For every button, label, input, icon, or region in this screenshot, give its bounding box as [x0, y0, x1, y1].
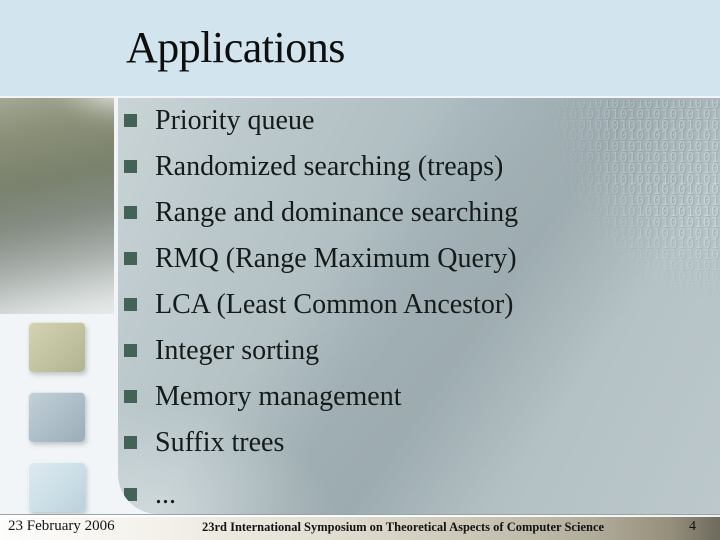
bullet-text: Suffix trees	[155, 427, 285, 458]
bullet-square-icon	[124, 389, 137, 403]
panel-shadow-overlay	[118, 98, 720, 514]
bullet-list: Priority queue Randomized searching (tre…	[124, 98, 518, 514]
content-panel: 0101010101010101010101010101101010101010…	[118, 98, 720, 514]
decor-photo-strip-blur	[0, 98, 114, 314]
bullet-text: RMQ (Range Maximum Query)	[155, 243, 517, 274]
bullet-square-icon	[124, 487, 137, 501]
bullet-square-icon	[124, 159, 137, 173]
bullet-item: Integer sorting	[124, 328, 518, 374]
bullet-text: Randomized searching (treaps)	[155, 151, 504, 182]
footer-page-number: 4	[689, 519, 696, 534]
bullet-item: Memory management	[124, 374, 518, 420]
bullet-square-icon	[124, 251, 137, 265]
slide-title: Applications	[126, 23, 345, 72]
decor-square-olive	[28, 322, 85, 372]
bullet-text: Memory management	[155, 381, 402, 412]
bullet-item: Priority queue	[124, 98, 518, 144]
footer-conference-title: 23rd International Symposium on Theoreti…	[201, 520, 605, 534]
binary-pattern-texture: 0101010101010101010101010101101010101010…	[528, 100, 720, 316]
decor-photo-strip	[0, 98, 114, 314]
bullet-item: Randomized searching (treaps)	[124, 144, 518, 190]
decor-square-paleblue	[28, 462, 85, 512]
title-band	[0, 0, 720, 96]
bullet-text: Range and dominance searching	[155, 197, 519, 228]
bullet-text: LCA (Least Common Ancestor)	[155, 289, 514, 320]
footer-date: 23 February 2006	[8, 518, 115, 534]
bullet-item: Range and dominance searching	[124, 190, 518, 236]
bullet-item: ...	[124, 472, 518, 514]
footer-band: 23 February 2006 23rd International Symp…	[0, 514, 720, 540]
bullet-item: LCA (Least Common Ancestor)	[124, 282, 518, 328]
bullet-item: Suffix trees	[124, 420, 518, 466]
decor-square-grayblue	[28, 392, 85, 442]
bullet-square-icon	[124, 435, 137, 449]
bullet-text: Priority queue	[155, 105, 315, 136]
bullet-square-icon	[124, 113, 137, 127]
bullet-square-icon	[124, 297, 137, 311]
bullet-text: Integer sorting	[155, 335, 320, 366]
bullet-text: ...	[155, 479, 176, 510]
bullet-square-icon	[124, 343, 137, 357]
bullet-item: RMQ (Range Maximum Query)	[124, 236, 518, 282]
bullet-square-icon	[124, 205, 137, 219]
